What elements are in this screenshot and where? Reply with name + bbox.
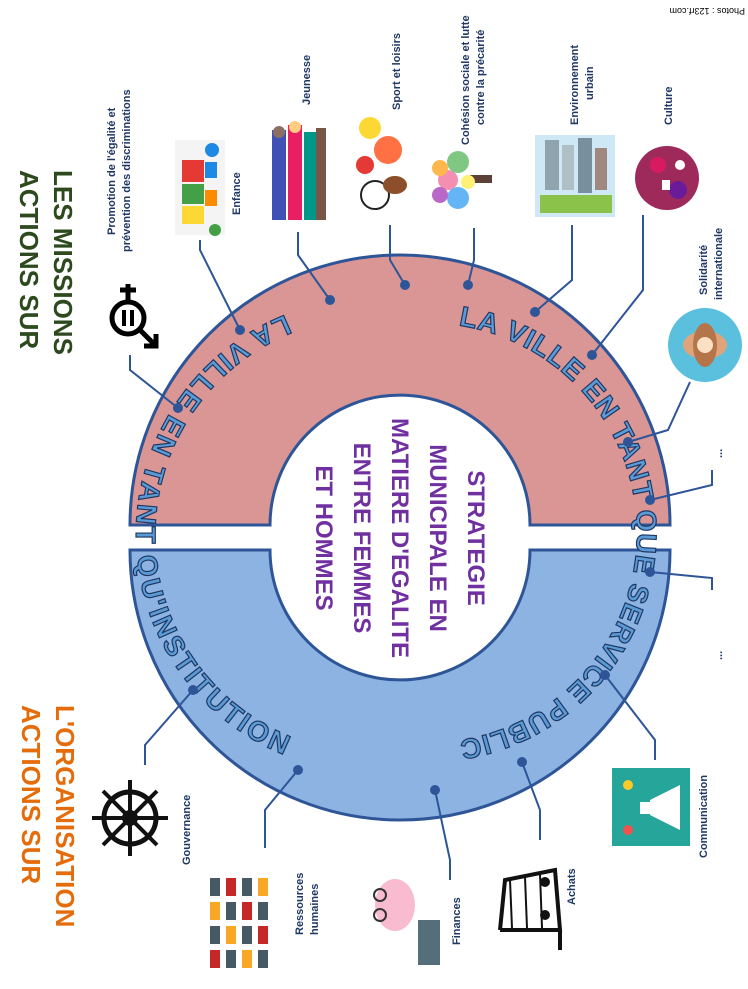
organisation-connectors [144,567,713,880]
organisation-ring [128,548,672,822]
people-grid-icon [205,870,285,975]
label-rh-1: Ressources [294,873,306,935]
piggy-bank-icon [373,870,445,970]
label-solidarite-1: Solidarité [698,245,710,295]
organisation-heading-line-1: ACTIONS SUR [16,705,46,884]
label-environnement-2: urbain [584,66,596,100]
label-finances: Finances [451,897,463,945]
label-jeunesse: Jeunesse [301,55,313,105]
label-cohesion-2: contre la précarité [475,30,487,125]
center-line-5: ET HOMMES [310,465,337,610]
ship-wheel-icon [92,780,168,856]
missions-heading: ACTIONS SUR LES MISSIONS [14,170,78,355]
shopping-cart-icon [498,867,563,950]
label-environnement-1: Environnement [569,45,581,125]
label-enfance: Enfance [231,172,243,215]
label-missions-more: ... [713,449,725,458]
organisation-heading: ACTIONS SUR L'ORGANISATION [16,705,80,927]
label-egalite-1: Promotion de l'égalité et [106,107,118,235]
center-line-3: MATIERE D'EGALITE [386,418,413,658]
sports-balls-icon [356,117,407,210]
toy-train-icon [175,140,225,236]
center-title: STRATEGIE MUNICIPALE EN MATIERE D'EGALIT… [310,418,489,658]
label-organisation-more: ... [713,651,725,660]
missions-ring [128,253,672,527]
culture-collage-icon [635,146,699,210]
center-line-1: STRATEGIE [462,470,489,606]
gender-equality-icon [109,284,159,349]
label-sport: Sport et loisirs [391,33,403,110]
label-communication: Communication [698,775,710,858]
center-line-4: ENTRE FEMMES [348,443,375,634]
center-line-2: MUNICIPALE EN [424,444,451,632]
label-solidarite-2: internationale [713,228,725,300]
missions-heading-line-1: ACTIONS SUR [14,170,44,349]
label-egalite-2: prévention des discriminations [121,89,133,252]
organisation-heading-line-2: L'ORGANISATION [50,705,80,927]
label-gouvernance: Gouvernance [181,795,193,865]
organisation-labels: Gouvernance Ressources humaines Finances… [181,651,725,945]
megaphone-icon [612,768,690,846]
cityscape-icon [535,135,615,217]
label-rh-2: humaines [309,884,321,935]
youth-group-icon [268,120,326,225]
label-cohesion-1: Cohésion sociale et lutte [460,15,472,145]
label-achats: Achats [566,868,578,905]
label-culture: Culture [663,87,675,126]
photo-credit: Photos : 123rf.com [669,6,745,16]
missions-heading-line-2: LES MISSIONS [48,170,78,355]
missions-connectors [129,215,713,505]
colorful-tree-icon [432,151,492,209]
missions-labels: Promotion de l'égalité et prévention des… [106,15,725,458]
joined-hands-icon [668,308,742,382]
